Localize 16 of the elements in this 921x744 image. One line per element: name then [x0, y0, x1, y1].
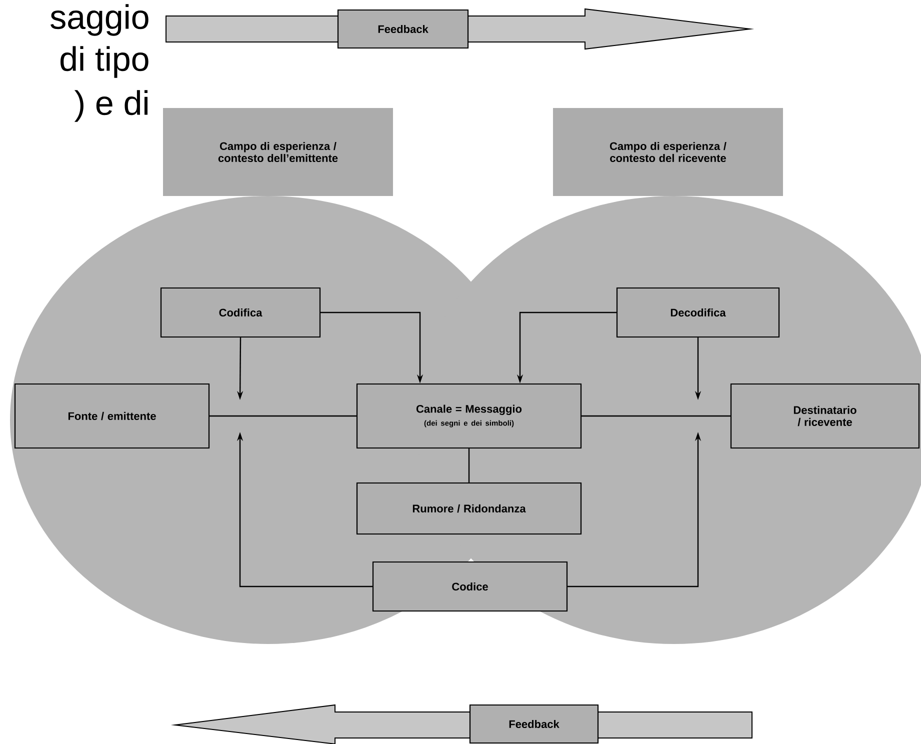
connector-line	[468, 448, 470, 482]
context-box: Campo di esperienza / contesto dell’emittente	[163, 108, 393, 196]
slide-text: saggio	[50, 4, 148, 36]
context-box: Campo di esperienza / contesto del ricevente	[553, 108, 783, 196]
process-box: Rumore / Ridondanza	[356, 482, 582, 535]
process-box: Codifica	[160, 287, 321, 338]
connector-line	[582, 415, 730, 417]
process-box: Codice	[372, 561, 568, 612]
process-box: Decodifica	[616, 287, 780, 338]
feedback-box: Feedback	[469, 704, 599, 744]
feedback-box: Feedback	[337, 9, 469, 49]
process-box: Destinatario / ricevente	[730, 383, 920, 449]
process-box: Fonte / emittente	[14, 383, 210, 449]
connector-line	[210, 415, 356, 417]
slide-text: di tipo	[60, 46, 148, 78]
slide-text: ) e di	[74, 90, 148, 122]
